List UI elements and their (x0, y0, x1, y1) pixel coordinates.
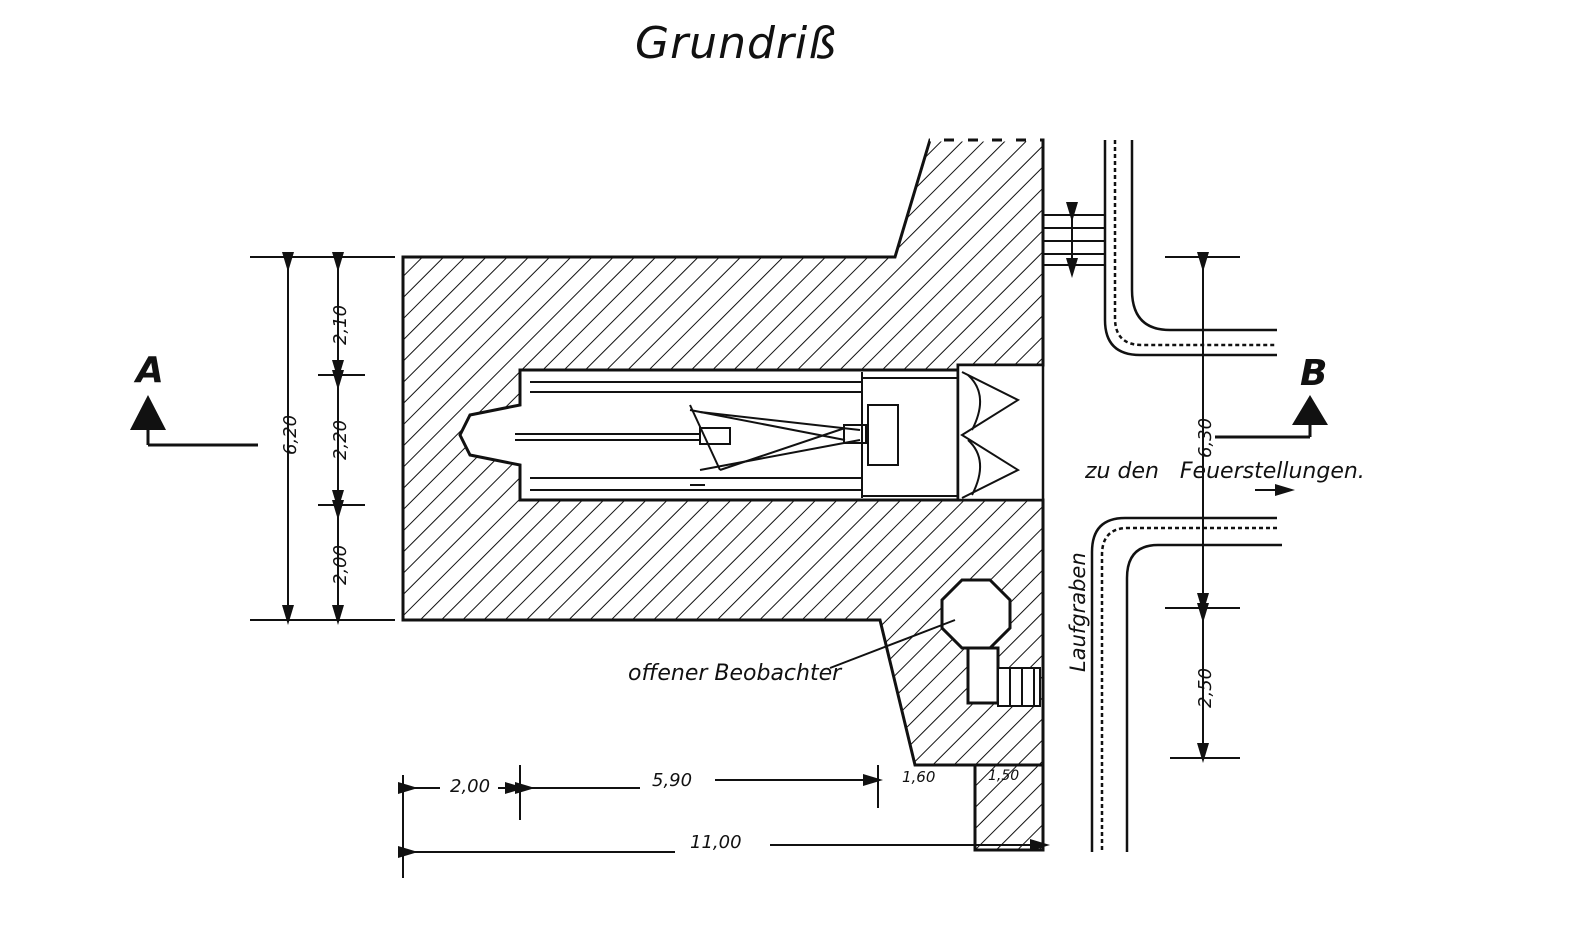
dim-middle: 2,20 (330, 420, 351, 460)
section-mark-a (130, 395, 258, 447)
gun-mount-detail (515, 371, 1021, 499)
dim-trench-lower: 2,50 (1195, 668, 1216, 708)
left-dimension-lines (250, 252, 395, 625)
chamber-opening (956, 363, 1045, 502)
drawing-title: Grundriß (635, 18, 837, 69)
dim-upper-wall: 2,10 (330, 305, 351, 345)
right-dimension-lines (1165, 252, 1240, 763)
bottom-dimension-lines (398, 765, 1050, 878)
section-label-b: B (1300, 353, 1327, 394)
dim-bottom-mid: 5,90 (652, 770, 692, 791)
dim-trench-upper: 6,30 (1195, 418, 1216, 458)
dim-total-height: 6,20 (280, 415, 301, 455)
dim-bottom-right2: 1,50 (988, 768, 1019, 784)
dim-bottom-right1: 1,60 (902, 768, 935, 786)
section-label-a: A (133, 350, 164, 391)
dim-lower-wall: 2,00 (330, 545, 351, 585)
label-laufgraben: Laufgraben (1066, 552, 1090, 672)
observer-passage (966, 646, 1000, 705)
label-feuerstellungen: zu den Feuerstellungen. (1084, 459, 1365, 484)
trench-lower (1090, 516, 1282, 852)
observer-steps (997, 667, 1041, 707)
beobachter-leader-line (829, 619, 956, 669)
dim-total-length: 11,00 (690, 832, 742, 853)
label-beobachter: offener Beobachter (628, 661, 843, 686)
upper-duct (1043, 202, 1105, 278)
observer-post-octagon (940, 578, 1012, 650)
section-mark-b (1215, 395, 1328, 439)
dim-bottom-left: 2,00 (450, 776, 490, 797)
trench-upper (1103, 140, 1277, 357)
